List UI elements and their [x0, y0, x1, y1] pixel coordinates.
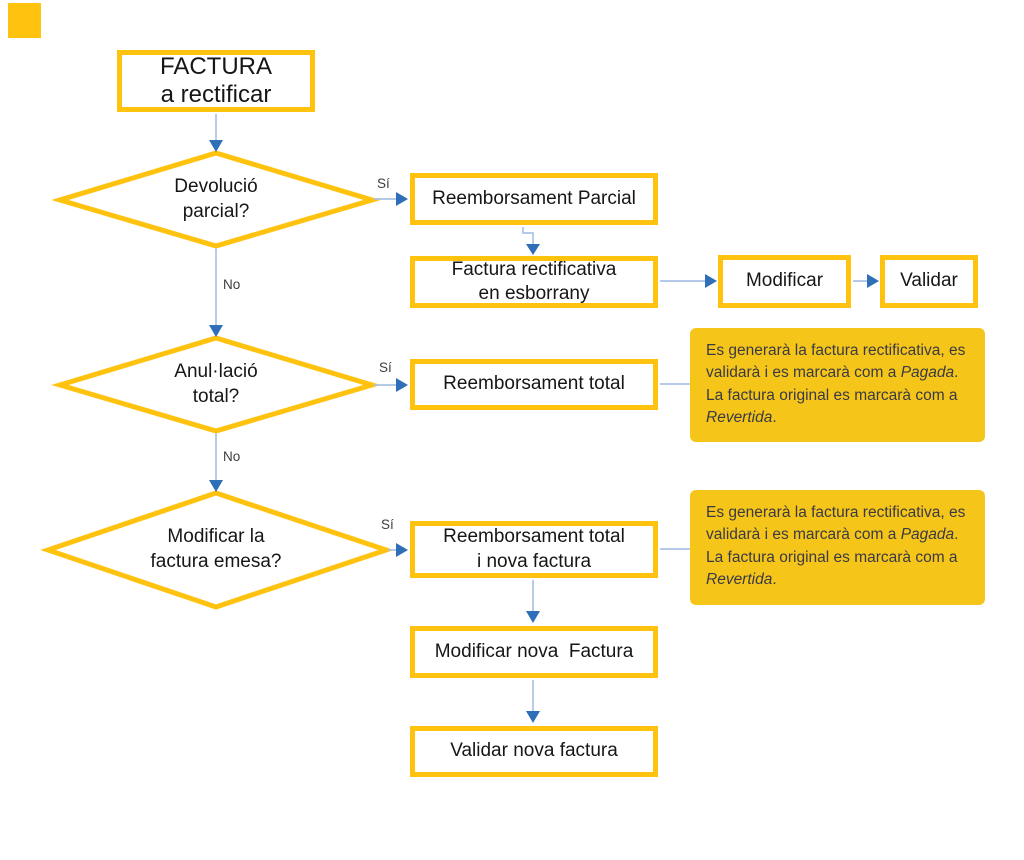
note2-part3: .: [772, 571, 777, 589]
edge-label-si-1: Sí: [377, 176, 390, 191]
decision-modificar-line1: Modificar la: [167, 526, 265, 548]
edge-label-si-2: Sí: [379, 360, 392, 375]
node-modificar-nova-factura: Modificar nova Factura: [410, 626, 658, 678]
connector-parcial-to-esborrany: [522, 227, 534, 246]
note1-part1: Es generarà la factura rectificativa, es…: [706, 342, 966, 382]
decision-anullacio-total: Anul·lació total?: [116, 357, 316, 413]
node-modificar-label: Modificar: [745, 270, 824, 292]
node-factura-rect-line2: en esborrany: [478, 283, 590, 304]
arrowhead-down-d3: [209, 480, 223, 492]
node-validar-nova-label: Validar nova factura: [450, 740, 618, 762]
note1-italic-revertida: Revertida: [706, 409, 773, 427]
yellow-corner-decoration: [8, 3, 41, 38]
decision-modificar-line2: factura emesa?: [150, 551, 282, 572]
node-reemborsament-total-nova: Reemborsament total i nova factura: [410, 521, 658, 578]
arrowhead-down-validar-nova: [526, 711, 540, 723]
arrowhead-right-modificar: [705, 274, 717, 288]
decision-devolucio-parcial: Devolució parcial?: [116, 172, 316, 228]
node-modificar: Modificar: [718, 255, 851, 308]
decision-shape-anullacio: [51, 335, 381, 434]
arrowhead-right-parcial: [396, 192, 408, 206]
node-validar-label: Validar: [900, 270, 958, 292]
node-reemb-total-nova-line2: i nova factura: [476, 550, 592, 572]
node-factura-line1: FACTURA: [159, 52, 272, 80]
note2-italic-pagada: Pagada: [900, 526, 955, 544]
note-revertida-2: Es generarà la factura rectificativa, es…: [690, 490, 985, 605]
note1-part2: . La factura original es marcarà com a: [706, 364, 959, 404]
node-factura-a-rectificar: FACTURA a rectificar: [117, 50, 315, 112]
edge-label-no-1: No: [223, 277, 241, 292]
node-validar-nova-factura: Validar nova factura: [410, 726, 658, 777]
note2-part2: . La factura original es marcarà com a: [706, 526, 959, 566]
decision-devolucio-line2: parcial?: [182, 201, 250, 222]
decision-shape-modificar: [40, 490, 394, 610]
node-reemborsament-total: Reemborsament total: [410, 359, 658, 410]
node-reemborsament-parcial-label: Reemborsament Parcial: [432, 187, 636, 209]
note-revertida-1: Es generarà la factura rectificativa, es…: [690, 328, 985, 442]
note1-italic-pagada: Pagada: [900, 364, 955, 382]
decision-anullacio-line1: Anul·lació: [174, 361, 258, 383]
node-reemborsament-total-label: Reemborsament total: [443, 373, 625, 395]
arrowhead-right-validar: [867, 274, 879, 288]
decision-anullacio-line2: total?: [192, 386, 240, 407]
node-factura-rect-line1: Factura rectificativa: [451, 258, 617, 280]
node-factura-rectificativa-esborrany: Factura rectificativa en esborrany: [410, 256, 658, 308]
arrowhead-right-total-nova: [396, 543, 408, 557]
edge-label-si-3: Sí: [381, 517, 394, 532]
decision-devolucio-line1: Devolució: [174, 176, 258, 198]
decision-modificar-factura-emesa: Modificar la factura emesa?: [116, 522, 316, 578]
arrowhead-down-esborrany: [526, 244, 540, 255]
note1-part3: .: [772, 409, 777, 427]
arrowhead-down-modificar-nova: [526, 611, 540, 623]
note2-italic-revertida: Revertida: [706, 571, 773, 589]
edge-label-no-2: No: [223, 449, 241, 464]
node-validar: Validar: [880, 255, 978, 308]
arrowhead-down-d2: [209, 325, 223, 337]
arrowhead-right-total: [396, 378, 408, 392]
node-factura-line2: a rectificar: [160, 81, 272, 108]
node-reemborsament-parcial: Reemborsament Parcial: [410, 173, 658, 225]
node-modificar-nova-label: Modificar nova Factura: [434, 640, 634, 662]
decision-shape-devolucio: [51, 150, 381, 249]
arrowhead-down-d1: [209, 140, 223, 152]
note2-part1: Es generarà la factura rectificativa, es…: [706, 504, 966, 544]
node-reemb-total-nova-line1: Reemborsament total: [443, 526, 625, 548]
